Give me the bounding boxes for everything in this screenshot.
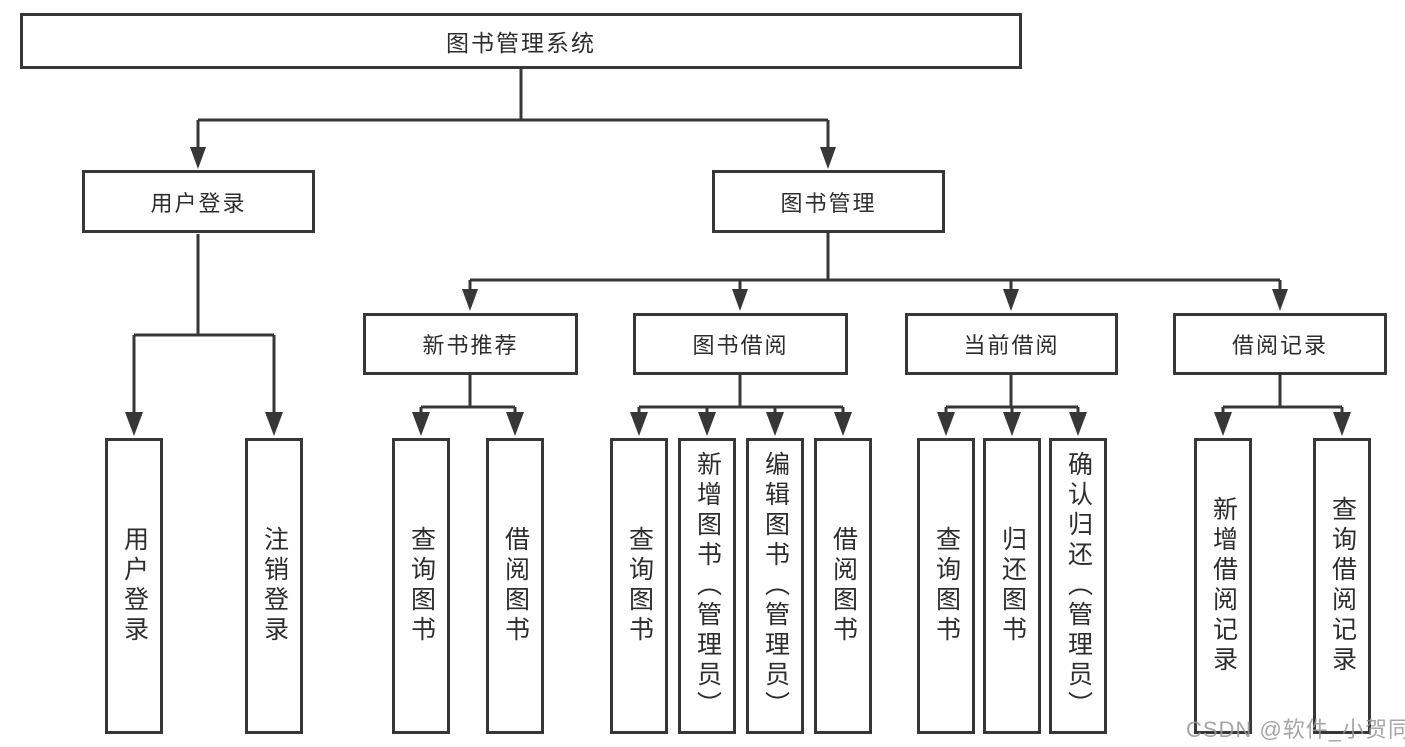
node-leaf-logout: 注销登录: [245, 438, 303, 734]
connector-new-book-children: [419, 375, 517, 418]
node-leaf-user-login: 用户登录: [105, 438, 163, 734]
csdn-watermark: CSDN @软件_小贺同学: [1186, 717, 1405, 742]
arrowhead-icon: [190, 147, 206, 169]
arrowhead-icon: [1003, 289, 1019, 311]
node-leaf-confirm-return-admin: 确认归还（管理员）: [1049, 438, 1107, 734]
arrowhead-icon: [506, 412, 524, 436]
node-book-management: 图书管理: [712, 170, 945, 233]
node-new-book-recommend: 新书推荐: [363, 313, 578, 375]
arrowhead-icon: [1069, 412, 1087, 436]
arrowhead-icon: [412, 412, 430, 436]
connector-borrow-records-children: [1221, 375, 1344, 418]
node-leaf-add-book-admin: 新增图书（管理员）: [678, 438, 736, 734]
arrowhead-icon: [630, 412, 648, 436]
arrowhead-icon: [1003, 412, 1021, 436]
arrowhead-icon: [125, 412, 143, 436]
node-current-borrow: 当前借阅: [905, 313, 1118, 375]
arrowhead-icon: [820, 147, 836, 169]
connector-root-to-level2: [196, 69, 830, 150]
node-leaf-query-books-recommend: 查询图书: [392, 438, 450, 734]
node-leaf-query-books-borrow: 查询图书: [610, 438, 668, 734]
arrowhead-icon: [1272, 289, 1288, 311]
node-leaf-borrow-books-recommend: 借阅图书: [486, 438, 544, 734]
node-leaf-query-books-current: 查询图书: [917, 438, 975, 734]
node-root: 图书管理系统: [20, 13, 1022, 69]
arrowhead-icon: [462, 289, 478, 311]
node-leaf-edit-book-admin: 编辑图书（管理员）: [746, 438, 804, 734]
node-borrow-records: 借阅记录: [1173, 313, 1387, 375]
arrowhead-icon: [1214, 412, 1232, 436]
arrowheads: [125, 147, 1351, 436]
node-user-login: 用户登录: [82, 170, 315, 233]
arrowhead-icon: [834, 412, 852, 436]
connector-paths: [132, 69, 1344, 418]
node-leaf-add-borrow-record: 新增借阅记录: [1194, 438, 1252, 734]
connector-book-management-children: [468, 233, 1282, 292]
arrowhead-icon: [1333, 412, 1351, 436]
arrowhead-icon: [937, 412, 955, 436]
connector-current-borrow-children: [944, 375, 1080, 418]
node-leaf-borrow-books: 借阅图书: [814, 438, 872, 734]
connector-book-borrow-children: [637, 375, 845, 418]
node-book-borrow: 图书借阅: [633, 313, 848, 375]
node-leaf-query-borrow-record: 查询借阅记录: [1313, 438, 1371, 734]
arrowhead-icon: [732, 289, 748, 311]
arrowhead-icon: [766, 412, 784, 436]
arrowhead-icon: [698, 412, 716, 436]
node-leaf-return-book: 归还图书: [983, 438, 1041, 734]
arrowhead-icon: [265, 412, 283, 436]
connector-user-login-children: [132, 234, 276, 418]
